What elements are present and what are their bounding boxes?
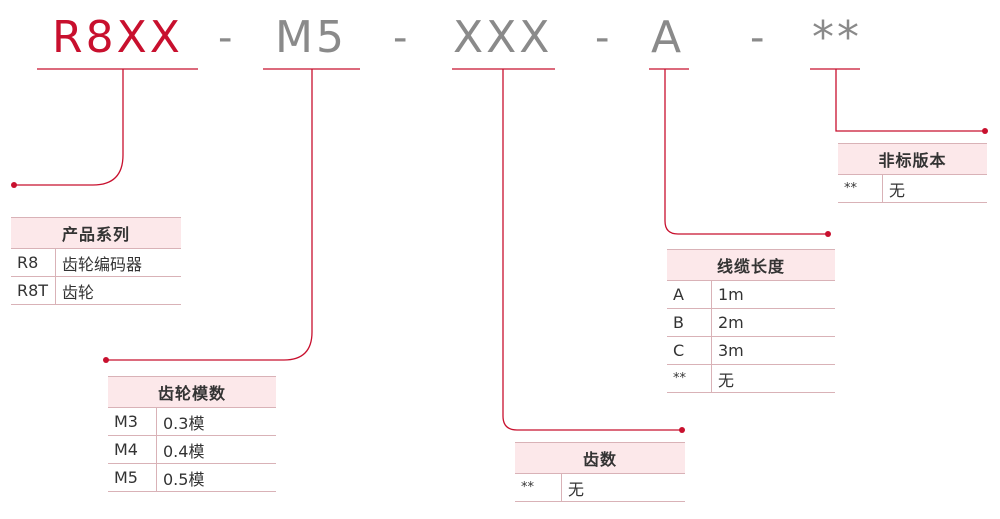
table-version-title: 非标版本 xyxy=(838,143,987,175)
connector-version xyxy=(835,69,985,132)
dot-module xyxy=(103,357,109,363)
table-series: 产品系列 R8 齿轮编码器 R8T 齿轮 xyxy=(11,217,181,305)
dot-series xyxy=(11,182,17,188)
dot-teeth xyxy=(679,427,685,433)
table-row: B 2m xyxy=(667,308,835,337)
code-series: R8XX xyxy=(52,12,183,63)
code-version: ** xyxy=(812,12,862,63)
code-separator-1: - xyxy=(218,15,233,61)
table-row: ** 无 xyxy=(667,364,835,393)
table-row: M3 0.3模 xyxy=(108,407,276,436)
table-row: M4 0.4模 xyxy=(108,435,276,464)
code-separator-3: - xyxy=(595,15,610,61)
table-version: 非标版本 ** 无 xyxy=(838,143,987,203)
dot-cable xyxy=(825,231,831,237)
code-separator-2: - xyxy=(393,15,408,61)
table-series-title: 产品系列 xyxy=(11,217,181,249)
table-row: A 1m xyxy=(667,280,835,309)
table-row: M5 0.5模 xyxy=(108,463,276,492)
code-separator-4: - xyxy=(750,15,765,61)
connector-module xyxy=(106,69,313,361)
connector-cable xyxy=(664,69,828,235)
table-row: C 3m xyxy=(667,336,835,365)
table-cable-title: 线缆长度 xyxy=(667,249,835,281)
code-gear-module: M5 xyxy=(275,12,347,63)
dot-version xyxy=(982,128,988,134)
code-cable: A xyxy=(651,12,685,63)
table-row: R8 齿轮编码器 xyxy=(11,248,181,277)
table-row: ** 无 xyxy=(515,473,685,502)
table-cable: 线缆长度 A 1m B 2m C 3m ** 无 xyxy=(667,249,835,393)
table-teeth: 齿数 ** 无 xyxy=(515,442,685,502)
table-teeth-title: 齿数 xyxy=(515,442,685,474)
code-teeth: XXX xyxy=(453,12,553,63)
table-row: ** 无 xyxy=(838,174,987,203)
connector-teeth xyxy=(502,69,682,431)
table-row: R8T 齿轮 xyxy=(11,276,181,305)
table-module-title: 齿轮模数 xyxy=(108,376,276,408)
connector-series xyxy=(14,69,124,186)
table-module: 齿轮模数 M3 0.3模 M4 0.4模 M5 0.5模 xyxy=(108,376,276,492)
